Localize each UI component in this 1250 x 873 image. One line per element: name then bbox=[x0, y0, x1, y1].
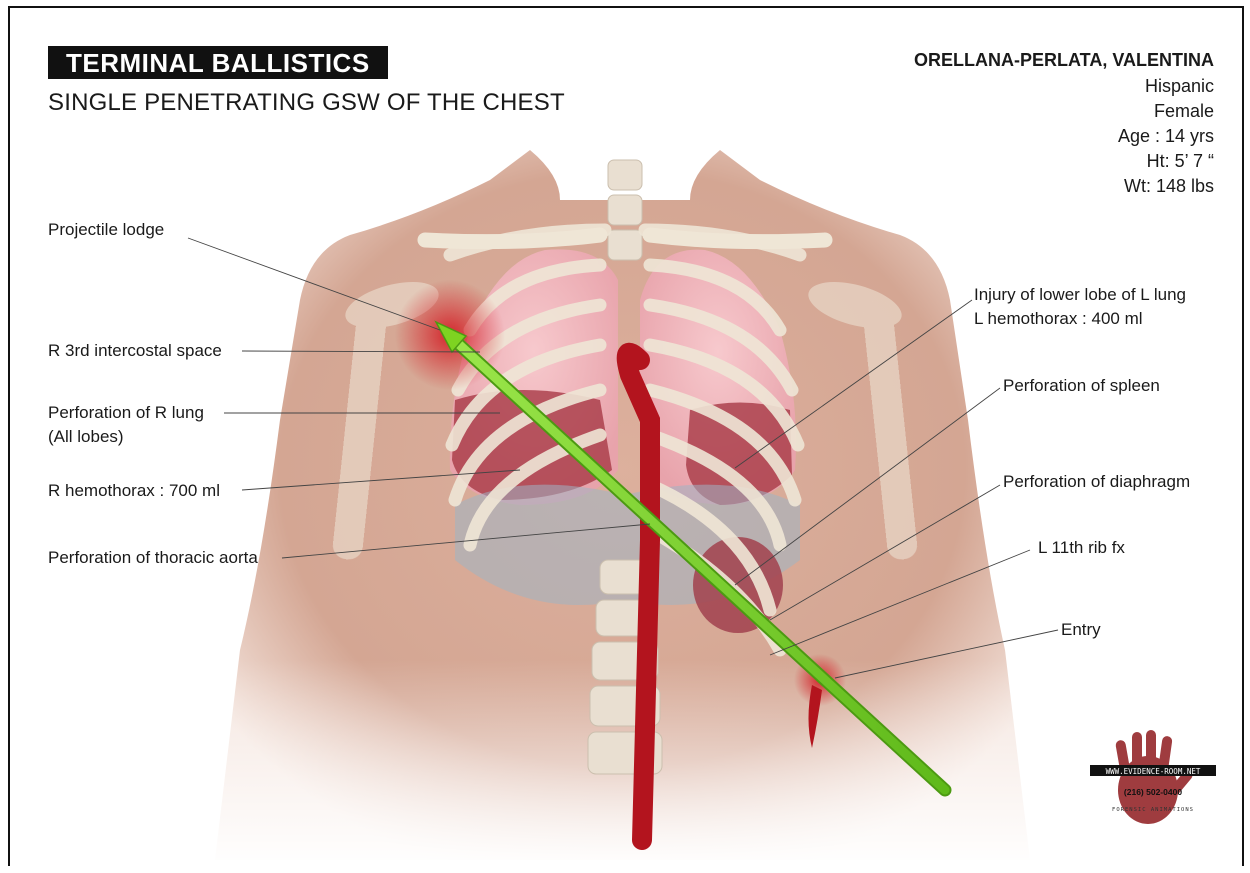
label-perforation-r-lung: Perforation of R lung bbox=[48, 401, 204, 425]
label-spleen: Perforation of spleen bbox=[1003, 374, 1160, 398]
label-r-intercostal-space: R 3rd intercostal space bbox=[48, 339, 222, 363]
label-entry: Entry bbox=[1061, 618, 1101, 642]
label-l-hemothorax: L hemothorax : 400 ml bbox=[974, 307, 1143, 331]
label-projectile-lodge: Projectile lodge bbox=[48, 218, 164, 242]
label-diaphragm: Perforation of diaphragm bbox=[1003, 470, 1190, 494]
evidence-room-logo: WWW.EVIDENCE-ROOM.NET (216) 502-0400 FOR… bbox=[1088, 728, 1218, 838]
label-r-hemothorax: R hemothorax : 700 ml bbox=[48, 479, 220, 503]
label-thoracic-aorta: Perforation of thoracic aorta bbox=[48, 546, 258, 570]
label-all-lobes: (All lobes) bbox=[48, 425, 124, 449]
logo-url: WWW.EVIDENCE-ROOM.NET bbox=[1106, 767, 1201, 776]
logo-phone: (216) 502-0400 bbox=[1124, 787, 1182, 797]
logo-tagline: FORENSIC ANIMATIONS bbox=[1112, 807, 1194, 813]
label-l-lung-injury: Injury of lower lobe of L lung bbox=[974, 283, 1186, 307]
label-rib-fracture: L 11th rib fx bbox=[1038, 536, 1125, 560]
